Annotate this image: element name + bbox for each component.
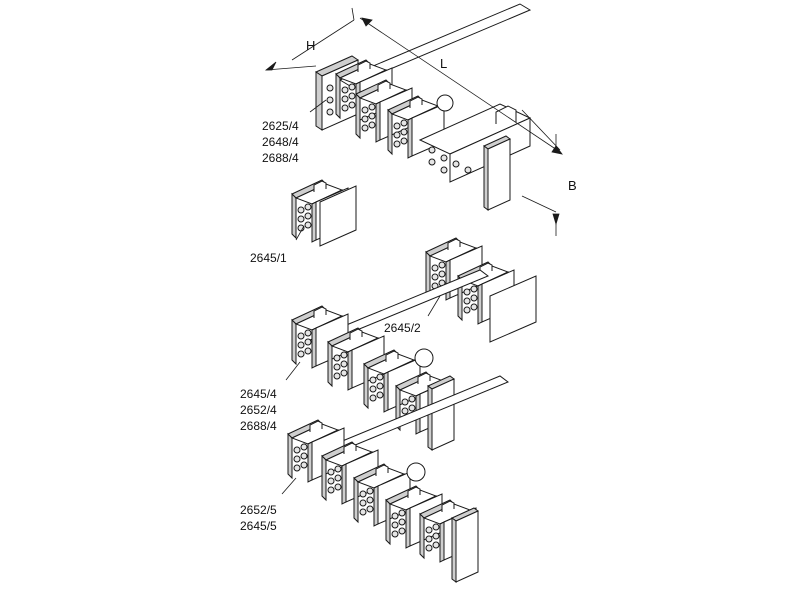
dimension-h-label: H bbox=[306, 38, 315, 53]
label-two: 2645/2 bbox=[384, 321, 421, 335]
dimension-l-label: L bbox=[440, 56, 447, 71]
label-five-2: 2645/5 bbox=[240, 519, 277, 533]
cable-ring-five bbox=[406, 462, 426, 482]
four-terminal-assembly-top bbox=[314, 3, 532, 211]
four-terminal-assembly bbox=[291, 269, 490, 451]
label-four-2: 2652/4 bbox=[240, 403, 277, 417]
label-five-1: 2652/5 bbox=[240, 503, 277, 517]
two-terminal-assembly bbox=[425, 237, 537, 343]
cable-ring-four bbox=[414, 348, 434, 368]
dimension-b-label: B bbox=[568, 178, 577, 193]
label-top-1: 2625/4 bbox=[262, 119, 299, 133]
label-four-3: 2688/4 bbox=[240, 419, 277, 433]
label-single: 2645/1 bbox=[250, 251, 287, 265]
end-cap-five bbox=[451, 507, 479, 583]
single-terminal-assembly bbox=[291, 179, 357, 247]
end-cap-top bbox=[483, 135, 511, 211]
label-top-3: 2688/4 bbox=[262, 151, 299, 165]
bus-rail-top bbox=[338, 3, 532, 87]
label-four-1: 2645/4 bbox=[240, 387, 277, 401]
five-terminal-assembly bbox=[287, 375, 510, 583]
dimension-lines bbox=[264, 7, 563, 236]
label-top-2: 2648/4 bbox=[262, 135, 299, 149]
cable-ring-top bbox=[436, 94, 454, 112]
